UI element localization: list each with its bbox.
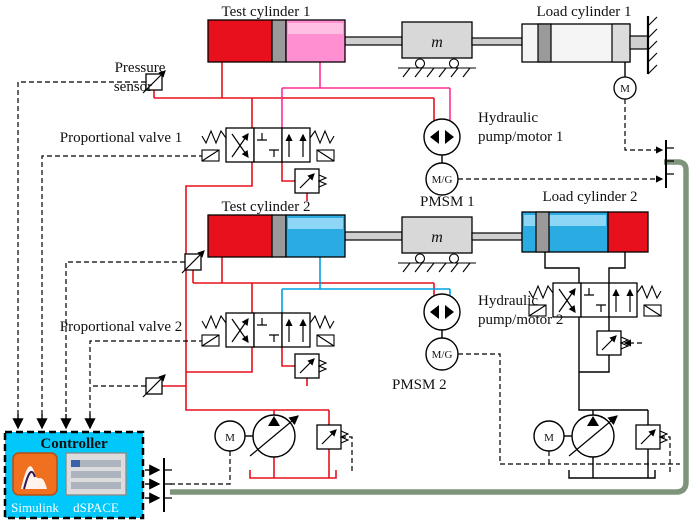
load-cylinder-1-label: Load cylinder 1 bbox=[537, 4, 632, 20]
right-variable-pump bbox=[569, 415, 617, 457]
mass-block-2: m bbox=[398, 216, 476, 273]
magenta-hydraulic-lines bbox=[281, 62, 451, 128]
mass-block-1: m bbox=[398, 21, 476, 78]
test-cylinder-1 bbox=[207, 19, 403, 63]
pressure-sensor-2 bbox=[182, 251, 204, 273]
controller-box: Controller Simulink dSPACE bbox=[3, 430, 145, 520]
proportional-valve-2-label: Proportional valve 2 bbox=[60, 319, 182, 335]
wall-anchor bbox=[646, 16, 658, 75]
controller-input-arrows bbox=[12, 414, 96, 430]
controller-title: Controller bbox=[40, 436, 108, 452]
right-pump-unit: M bbox=[533, 420, 565, 452]
roller bbox=[414, 253, 426, 264]
left-pump-unit: M bbox=[214, 420, 246, 452]
simulink-label: Simulink bbox=[11, 500, 59, 515]
pump-motor-2-label-line1: Hydraulic bbox=[478, 293, 538, 309]
pressure-sensor-label-line2: sensor bbox=[114, 79, 152, 95]
blue-hydraulic-lines bbox=[281, 257, 451, 313]
pressure-sensor-label-line1: Pressure bbox=[115, 60, 166, 76]
relief-valve-2 bbox=[295, 354, 326, 378]
roller bbox=[414, 58, 426, 69]
load-cylinder-2 bbox=[471, 211, 649, 253]
pump-motor-1-label-line2: pump/motor 1 bbox=[478, 129, 563, 145]
ground-hatch bbox=[398, 67, 476, 78]
left-pump-motor-label: M bbox=[225, 432, 235, 444]
proportional-valve-2 bbox=[202, 313, 334, 347]
test-cylinder-1-label: Test cylinder 1 bbox=[222, 4, 311, 20]
load-cylinder-2-label: Load cylinder 2 bbox=[543, 189, 638, 205]
mg-label-1: M/G bbox=[432, 174, 453, 186]
left-pump-motor bbox=[214, 420, 246, 452]
test-cylinder-2 bbox=[207, 214, 403, 258]
piston-rod-2 bbox=[344, 231, 403, 241]
roller bbox=[448, 58, 460, 69]
black-hydraulic-lines bbox=[245, 62, 656, 479]
right-terminal-strip bbox=[665, 140, 674, 188]
roller bbox=[448, 253, 460, 264]
mass-label-1: m bbox=[431, 34, 443, 51]
load-motor-1-label: M bbox=[620, 83, 630, 95]
pressure-sensor-3 bbox=[143, 375, 165, 397]
pump-motor-1-label-line1: Hydraulic bbox=[478, 110, 538, 126]
hydraulic-pump-motor-2 bbox=[423, 293, 461, 331]
test-cylinder-2-label: Test cylinder 2 bbox=[222, 199, 311, 215]
left-variable-pump bbox=[250, 415, 298, 457]
pmsm-1-circle bbox=[425, 162, 459, 196]
hydraulic-pump-motor-1 bbox=[423, 118, 461, 156]
ground-hatch bbox=[398, 262, 476, 273]
proportional-valve-1-label: Proportional valve 1 bbox=[60, 130, 182, 146]
load-cylinder-1: M bbox=[471, 16, 658, 100]
component-labels: Test cylinder 1 Load cylinder 1 Pressure… bbox=[60, 4, 638, 393]
right-pump-motor-label: M bbox=[544, 432, 554, 444]
bus-cable bbox=[170, 159, 689, 495]
pmsm-1-label: PMSM 1 bbox=[420, 194, 475, 210]
right-pump-motor bbox=[533, 420, 565, 452]
relief-valve-1 bbox=[295, 169, 326, 193]
dspace-label: dSPACE bbox=[73, 500, 119, 515]
simulink-icon bbox=[12, 452, 58, 496]
left-terminal-strip bbox=[163, 458, 172, 512]
proportional-valve-1 bbox=[202, 128, 334, 162]
controller-output-arrows bbox=[145, 464, 161, 504]
piston-rod-1 bbox=[344, 36, 403, 46]
pmsm-2-label: PMSM 2 bbox=[392, 377, 447, 393]
pilot-relief-valve bbox=[597, 331, 628, 355]
load-motor-1 bbox=[613, 76, 637, 100]
mg-label-2: M/G bbox=[432, 349, 453, 361]
signal-lines bbox=[17, 81, 680, 485]
pump-motor-2-label-line2: pump/motor 2 bbox=[478, 312, 563, 328]
pmsm-2-circle bbox=[425, 337, 459, 371]
dspace-icon bbox=[65, 452, 127, 496]
mass-label-2: m bbox=[431, 229, 443, 246]
